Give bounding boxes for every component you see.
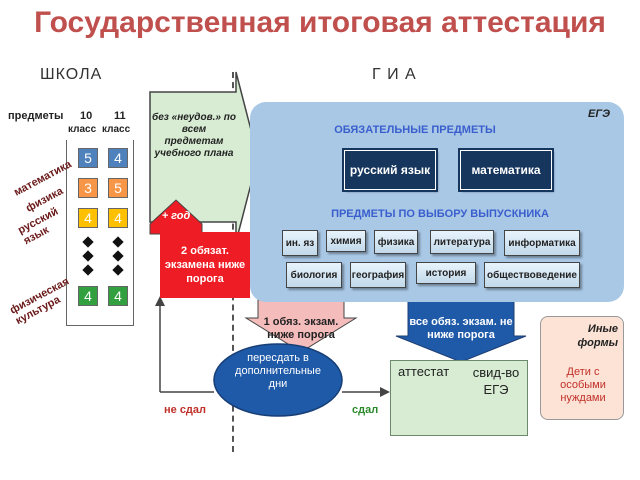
elective-biology: биология — [286, 262, 342, 288]
elective-social-studies: обществоведение — [484, 262, 580, 288]
blue-arrow — [395, 299, 527, 363]
all-above-label: все обяз. экзам. не ниже порога — [409, 316, 513, 341]
elective-literature: литература — [430, 230, 494, 254]
ege-label: ЕГЭ — [588, 108, 610, 120]
red-failure-box: 2 обязат. экзамена ниже порога — [160, 232, 250, 298]
certificate-label: аттестат — [398, 364, 450, 379]
class10-label: класс — [68, 124, 97, 135]
grade-physics-11: 5 — [108, 178, 128, 198]
grade-physics-10: 3 — [78, 178, 98, 198]
grade-russian-10: 4 — [78, 208, 98, 228]
red-up-arrow-head — [149, 199, 203, 235]
result-box — [390, 360, 528, 436]
grade-math-11: 4 — [108, 148, 128, 168]
school-header: ШКОЛА — [40, 66, 103, 83]
plus-year-label: + год — [161, 210, 191, 222]
retake-ellipse — [213, 343, 343, 417]
grade-russian-11: 4 — [108, 208, 128, 228]
grade-pe-10: 4 — [78, 286, 98, 306]
grade-pe-11: 4 — [108, 286, 128, 306]
elective-title: ПРЕДМЕТЫ ПО ВЫБОРУ ВЫПУСКНИКА — [331, 208, 549, 220]
elective-informatics: информатика — [504, 230, 580, 256]
grade11-label: 11 — [114, 110, 126, 122]
grade-math-10: 5 — [78, 148, 98, 168]
elective-chemistry: химия — [326, 230, 366, 252]
elective-geography: география — [350, 262, 406, 288]
pass-label: сдал — [352, 404, 379, 416]
pink-arrow — [244, 299, 358, 353]
elective-foreign-lang: ин. яз — [282, 230, 318, 256]
grade10-label: 10 — [80, 110, 93, 122]
class11-label: класс — [102, 124, 131, 135]
elective-physics: физика — [374, 230, 418, 254]
subjects-label: предметы — [8, 110, 64, 122]
grades-table — [66, 140, 134, 326]
fail-label: не сдал — [164, 404, 207, 416]
special-needs-label: Дети с особыми нуждами — [560, 366, 606, 404]
other-forms-title: Иные формы — [577, 323, 618, 349]
retake-text: пересдать в дополнительные дни — [235, 352, 321, 390]
ege-certificate-label: свид-во ЕГЭ — [472, 365, 520, 397]
mandatory-math: математика — [458, 148, 554, 192]
elective-history: история — [416, 262, 476, 284]
mandatory-russian: русский язык — [342, 148, 438, 192]
gia-header: Г И А — [372, 66, 417, 83]
one-below-label: 1 обяз. экзам. ниже порога — [263, 316, 339, 341]
other-forms-box — [540, 316, 624, 420]
page-title: Государственная итоговая аттестация — [34, 6, 606, 39]
mandatory-title: ОБЯЗАТЕЛЬНЫЕ ПРЕДМЕТЫ — [334, 124, 496, 136]
arrow-condition-text: без «неудов.» по всем предметам учебного… — [152, 112, 236, 159]
